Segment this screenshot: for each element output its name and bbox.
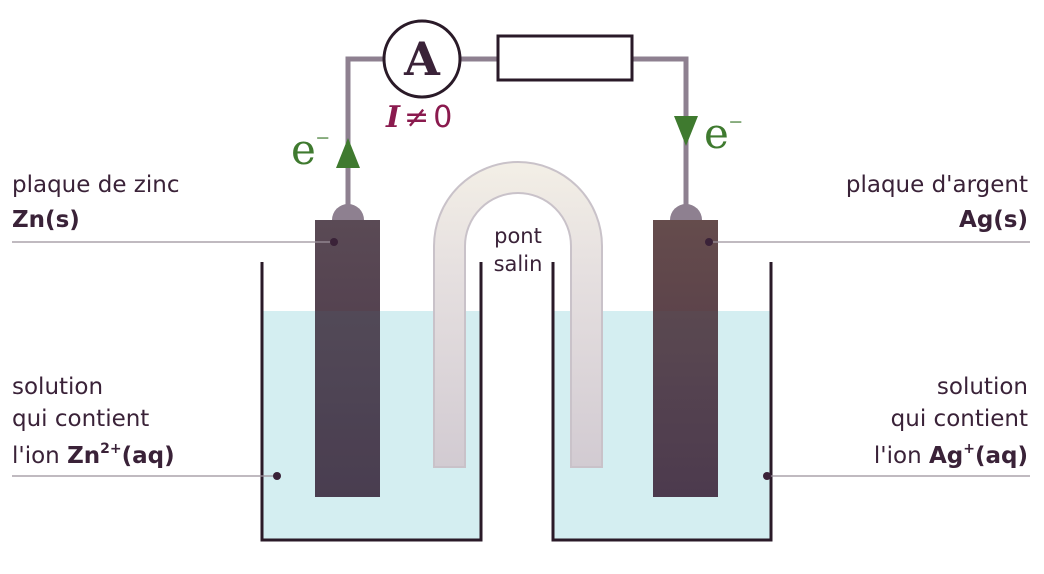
ammeter xyxy=(382,19,462,99)
zinc-leader-dot xyxy=(330,238,338,246)
silver-plate xyxy=(653,220,718,497)
silver-submerged-tint xyxy=(653,311,718,497)
zinc-plate-name: plaque de zinc xyxy=(12,172,179,198)
left-beaker xyxy=(260,262,483,542)
zinc-submerged-tint xyxy=(315,311,380,497)
right-solution-line3: l'ion Ag+(aq) xyxy=(874,441,1028,469)
right-beaker xyxy=(551,262,773,542)
right-electron-arrow xyxy=(674,116,698,146)
right-solution-line1: solution xyxy=(937,374,1028,400)
silver-connector xyxy=(670,204,702,220)
silver-plate-name: plaque d'argent xyxy=(846,172,1028,198)
silver-leader-dot xyxy=(705,238,713,246)
current-label: I≠0 xyxy=(385,100,452,135)
left-electron-arrow xyxy=(336,138,360,168)
resistor xyxy=(496,34,634,82)
salt-bridge xyxy=(433,161,603,468)
left-solution-line2: qui contient xyxy=(12,406,149,432)
bridge-label-line2: salin xyxy=(494,252,543,276)
zinc-plate xyxy=(315,220,380,497)
left-wire xyxy=(345,56,384,208)
silver-plate-formula: Ag(s) xyxy=(959,207,1028,233)
left-solution-line3: l'ion Zn2+(aq) xyxy=(12,441,175,469)
right-electron-label: e− xyxy=(704,109,742,158)
left-electron-label: e− xyxy=(291,125,329,174)
zinc-connector xyxy=(332,204,364,220)
left-solution-leader-dot xyxy=(273,472,281,480)
right-solution-leader-dot xyxy=(763,472,771,480)
zinc-plate-formula: Zn(s) xyxy=(12,207,80,233)
right-wire xyxy=(632,56,689,208)
right-solution-line2: qui contient xyxy=(891,406,1028,432)
left-solution-line1: solution xyxy=(12,374,103,400)
bridge-label-line1: pont xyxy=(494,224,542,248)
ammeter-symbol: A xyxy=(403,32,441,86)
